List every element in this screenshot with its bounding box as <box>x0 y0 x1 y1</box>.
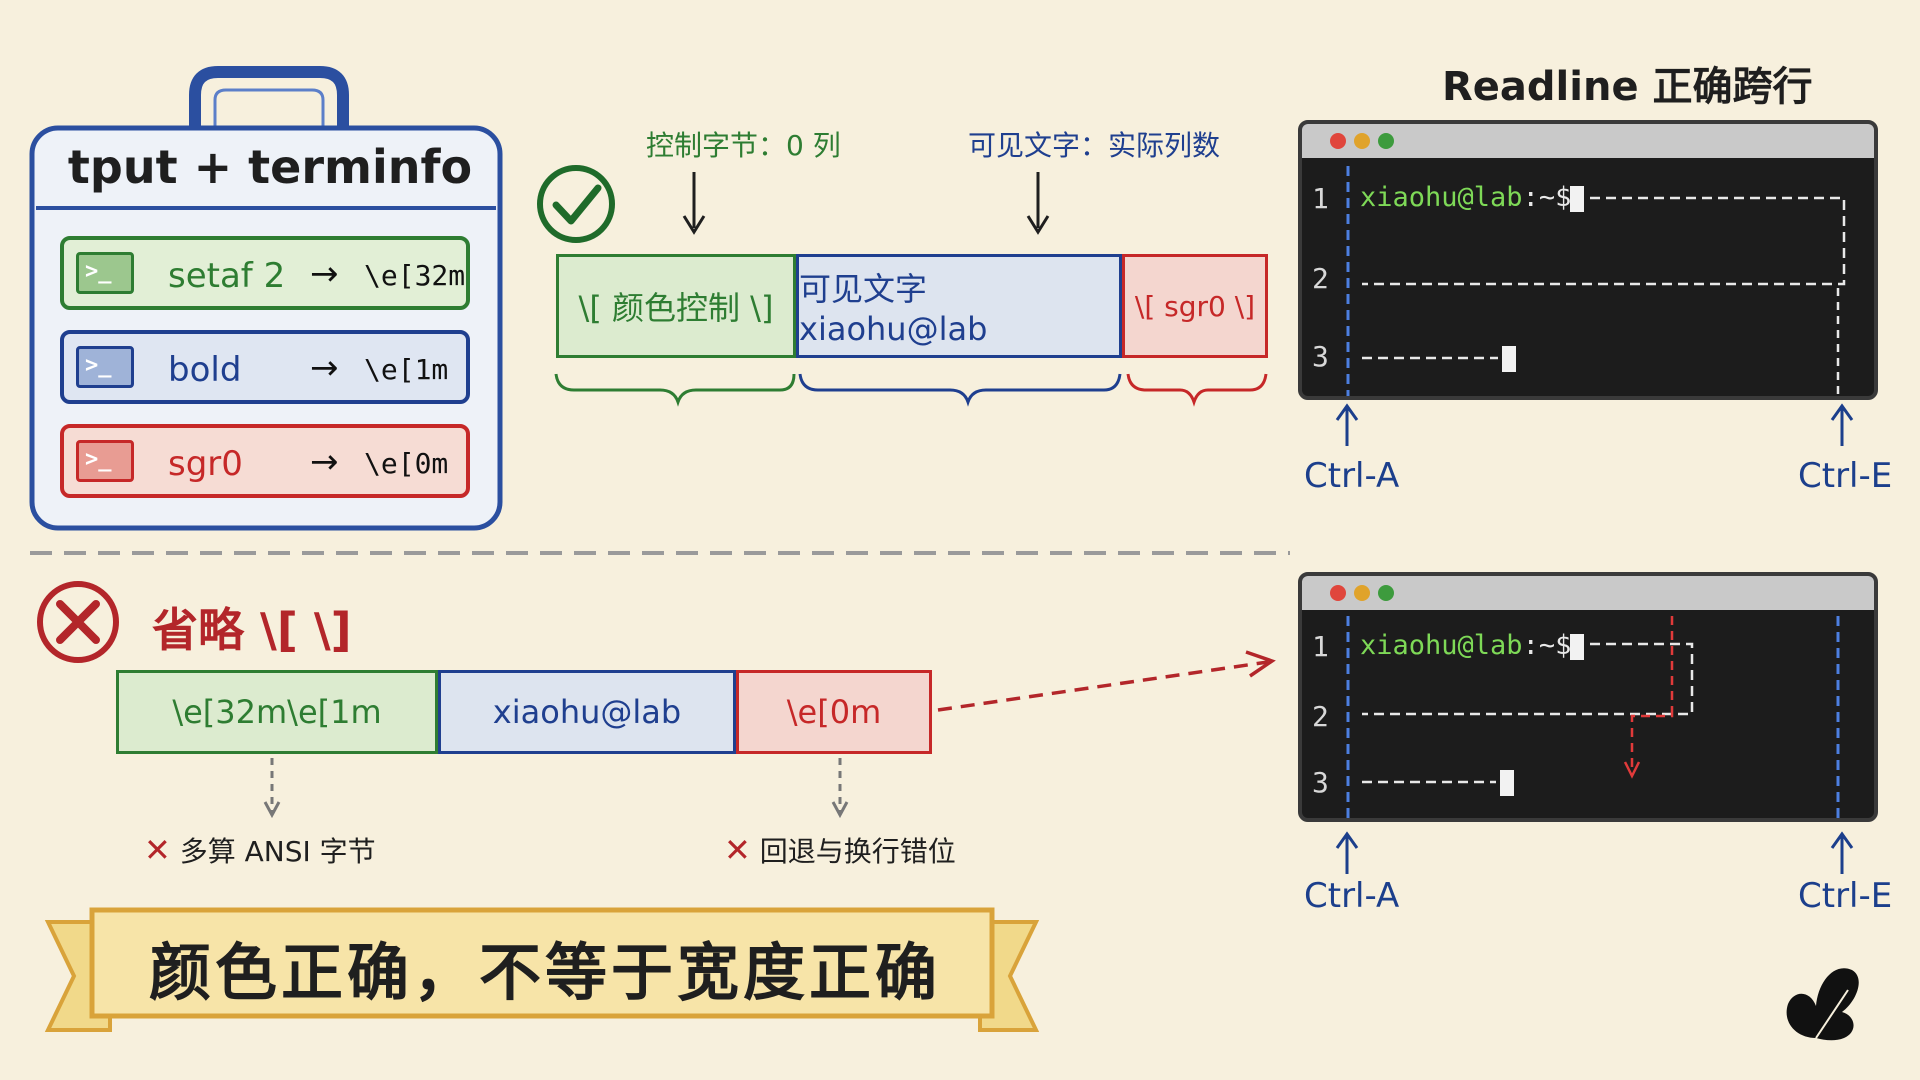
error-item: ✕ 多算 ANSI 字节 <box>144 830 376 870</box>
toolbox-row-bold: >_ bold → \e[1m <box>60 330 470 404</box>
segment-color-control: \[ 颜色控制 \] <box>556 254 796 358</box>
toolbox-title: tput + terminfo <box>67 140 473 194</box>
line-number: 2 <box>1312 700 1329 733</box>
terminal-icon: >_ <box>76 440 134 482</box>
segment-wrong-visible: xiaohu@lab <box>438 670 736 754</box>
terminal-broken: 1 2 3 xiaohu@lab:~$ <box>1298 572 1878 822</box>
segment-wrong-escapes: \e[32m\e[1m <box>116 670 438 754</box>
segment-sgr0: \[ sgr0 \] <box>1122 254 1268 358</box>
right-arrow-icon: → <box>310 442 339 482</box>
terminal-cursor <box>1570 186 1584 212</box>
toolbox-row-setaf: >_ setaf 2 → \e[32m <box>60 236 470 310</box>
line-number: 1 <box>1312 182 1329 215</box>
toolbox-escape: \e[32m <box>364 259 466 292</box>
maximize-dot-icon <box>1378 133 1394 149</box>
error-item: ✕ 回退与换行错位 <box>724 830 956 870</box>
toolbox-command: bold <box>168 350 242 390</box>
ctrl-a-label: Ctrl-A <box>1304 876 1400 916</box>
line-number: 2 <box>1312 262 1329 295</box>
cross-icon: ✕ <box>724 831 751 869</box>
prompt-user: xiaohu@lab <box>1360 182 1523 213</box>
line-number: 3 <box>1312 766 1329 799</box>
line-wrap-path <box>1346 166 1846 396</box>
right-arrow-icon: → <box>310 348 339 388</box>
close-dot-icon <box>1330 585 1346 601</box>
line-number: 1 <box>1312 630 1329 663</box>
ctrl-a-label: Ctrl-A <box>1304 456 1400 496</box>
maximize-dot-icon <box>1378 585 1394 601</box>
cross-icon: ✕ <box>144 831 171 869</box>
label-control-bytes: 控制字节：0 列 <box>646 129 841 162</box>
wrong-title: 省略 \[ \] <box>152 603 352 657</box>
terminal-prompt: xiaohu@lab:~$ <box>1360 182 1571 213</box>
ctrl-e-label: Ctrl-E <box>1798 456 1893 496</box>
terminal-cursor <box>1500 770 1514 796</box>
right-arrow-icon: → <box>310 254 339 294</box>
misaligned-wrap-path <box>1346 616 1840 818</box>
toolbox-escape: \e[0m <box>364 447 449 480</box>
terminal-icon: >_ <box>76 252 134 294</box>
line-number: 3 <box>1312 340 1329 373</box>
terminal-prompt: xiaohu@lab:~$ <box>1360 630 1571 661</box>
prompt-path: :~$ <box>1522 630 1572 661</box>
close-dot-icon <box>1330 133 1346 149</box>
terminal-icon: >_ <box>76 346 134 388</box>
ctrl-e-label: Ctrl-E <box>1798 876 1893 916</box>
error-text: 多算 ANSI 字节 <box>179 835 376 868</box>
segment-wrong-reset: \e[0m <box>736 670 932 754</box>
prompt-user: xiaohu@lab <box>1360 630 1523 661</box>
banner-text: 颜色正确，不等于宽度正确 <box>148 936 941 1009</box>
label-visible-text: 可见文字：实际列数 <box>968 129 1221 162</box>
terminal-cursor <box>1570 634 1584 660</box>
terminal-titlebar <box>1302 124 1874 158</box>
minimize-dot-icon <box>1354 133 1370 149</box>
terminal-correct: 1 2 3 xiaohu@lab:~$ <box>1298 120 1878 400</box>
minimize-dot-icon <box>1354 585 1370 601</box>
terminal-titlebar <box>1302 576 1874 610</box>
error-text: 回退与换行错位 <box>759 835 956 868</box>
toolbox-command: setaf 2 <box>168 256 286 296</box>
toolbox-escape: \e[1m <box>364 353 449 386</box>
toolbox-command: sgr0 <box>168 444 243 484</box>
prompt-path: :~$ <box>1522 182 1572 213</box>
readline-title: Readline 正确跨行 <box>1442 64 1813 110</box>
terminal-cursor <box>1502 346 1516 372</box>
segment-visible-text: 可见文字 xiaohu@lab <box>796 254 1122 358</box>
toolbox-row-sgr0: >_ sgr0 → \e[0m <box>60 424 470 498</box>
